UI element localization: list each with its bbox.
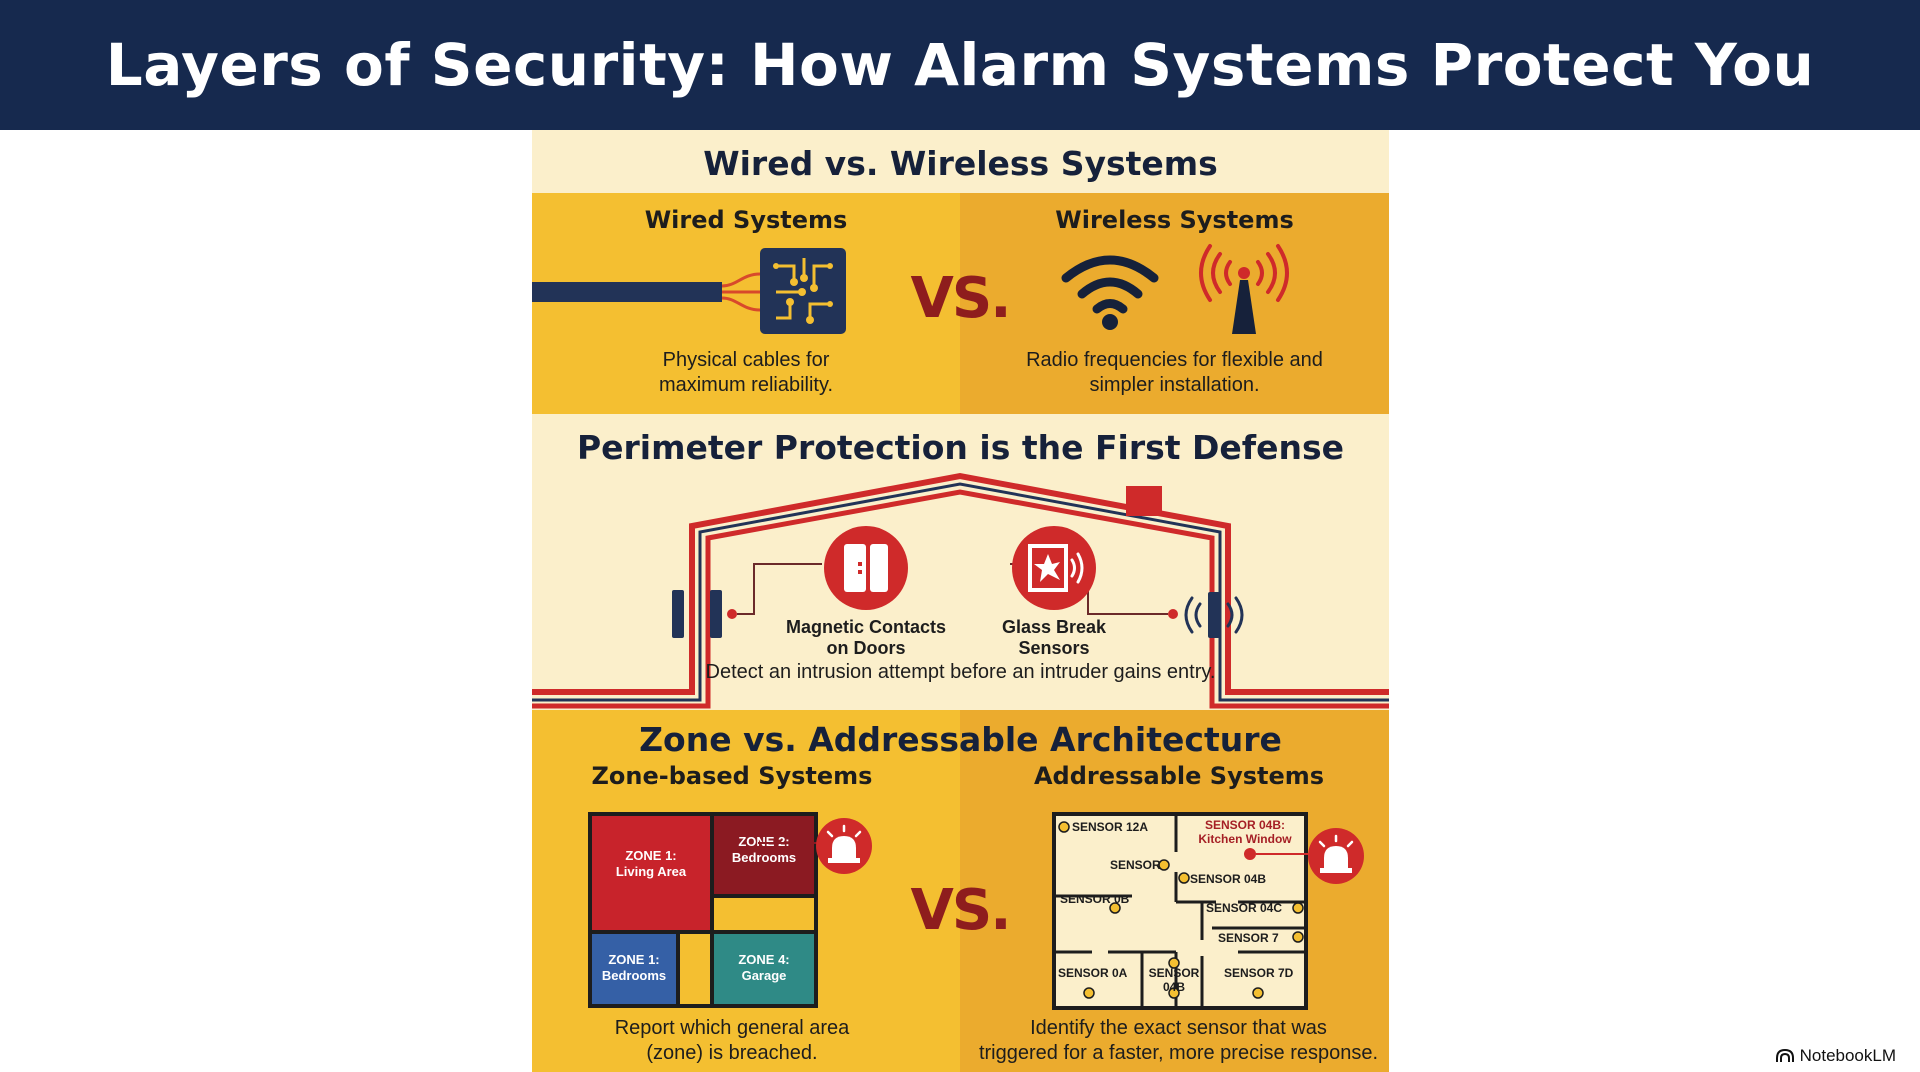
house-outline — [532, 472, 1389, 709]
triggered-sensor-label: SENSOR 04B: Kitchen Window — [1198, 818, 1292, 846]
wifi-icon — [1061, 255, 1159, 330]
wireless-description: Radio frequencies for flexible and simpl… — [1026, 349, 1323, 396]
zone-alarm-connector — [758, 842, 818, 844]
vs-label-bottom: VS. — [910, 878, 1012, 943]
zone-living-area — [592, 816, 710, 930]
perimeter-description: Detect an intrusion attempt before an in… — [705, 661, 1216, 683]
magnetic-contacts-label: Magnetic Contacts on Doors — [785, 617, 947, 658]
sensor-label: SENSOR — [1110, 858, 1161, 872]
sensor-12a-label: SENSOR 12A — [1072, 820, 1149, 834]
notebooklm-watermark: NotebookLM — [1775, 1046, 1896, 1066]
vs-label-top: VS. — [910, 266, 1012, 331]
zone-1-bedrooms-label: ZONE 1: Bedrooms — [601, 952, 667, 983]
perimeter-title: Perimeter Protection is the First Defens… — [576, 428, 1345, 467]
alarm-siren-icon — [816, 818, 872, 874]
wired-wireless-title: Wired vs. Wireless Systems — [703, 144, 1218, 183]
sensor-0b-label: SENSOR 0B — [1060, 892, 1130, 906]
sensor-04b-label: SENSOR 04B — [1190, 872, 1267, 886]
architecture-title: Zone vs. Addressable Architecture — [639, 720, 1282, 759]
notebooklm-logo-icon — [1775, 1049, 1794, 1062]
alarm-siren-icon — [1308, 828, 1364, 884]
zone-1-living-label: ZONE 1: Living Area — [615, 848, 687, 879]
antenna-tower-icon — [1199, 244, 1289, 334]
page-title: Layers of Security: How Alarm Systems Pr… — [105, 31, 1815, 99]
title-banner: Layers of Security: How Alarm Systems Pr… — [0, 0, 1920, 130]
magnetic-contact-icon — [824, 526, 908, 610]
sensor-04b-bottom-label: SENSOR 04B — [1148, 966, 1200, 994]
wireless-systems-title: Wireless Systems — [1055, 206, 1294, 234]
zone-2-bedrooms-label: ZONE 2: Bedrooms — [731, 834, 797, 865]
addressable-title: Addressable Systems — [1033, 762, 1325, 790]
glass-break-label: Glass Break Sensors — [1001, 617, 1107, 658]
sensor-7d-label: SENSOR 7D — [1224, 966, 1294, 980]
sensor-7-label: SENSOR 7 — [1218, 931, 1279, 945]
wired-systems-title: Wired Systems — [644, 206, 848, 234]
zone-bedrooms-1 — [592, 934, 676, 1004]
circuit-chip-icon — [532, 248, 846, 334]
zone-description: Report which general area (zone) is brea… — [614, 1017, 850, 1064]
zone-based-title: Zone-based Systems — [591, 762, 873, 790]
architecture-section: Zone vs. Addressable Architecture Zone-b… — [532, 710, 1389, 1072]
zone-garage — [714, 934, 814, 1004]
addressable-description: Identify the exact sensor that was trigg… — [978, 1017, 1379, 1064]
wired-description: Physical cables for maximum reliability. — [658, 349, 834, 396]
zone-floorplan — [588, 812, 818, 1008]
watermark-text: NotebookLM — [1799, 1046, 1896, 1065]
addressable-floorplan — [1052, 812, 1308, 1010]
wired-wireless-section: Wired vs. Wireless Systems Wired Systems — [532, 130, 1389, 414]
sensor-0a-label: SENSOR 0A — [1058, 966, 1128, 980]
glass-break-icon — [1012, 526, 1096, 610]
zone-bedrooms-2 — [714, 816, 814, 894]
zone-4-garage-label: ZONE 4: Garage — [738, 952, 790, 983]
infographic-panel: Wired vs. Wireless Systems Wired Systems — [532, 130, 1389, 1072]
perimeter-section: Perimeter Protection is the First Defens… — [532, 414, 1389, 710]
sensor-04c-label: SENSOR 04C — [1206, 901, 1283, 915]
